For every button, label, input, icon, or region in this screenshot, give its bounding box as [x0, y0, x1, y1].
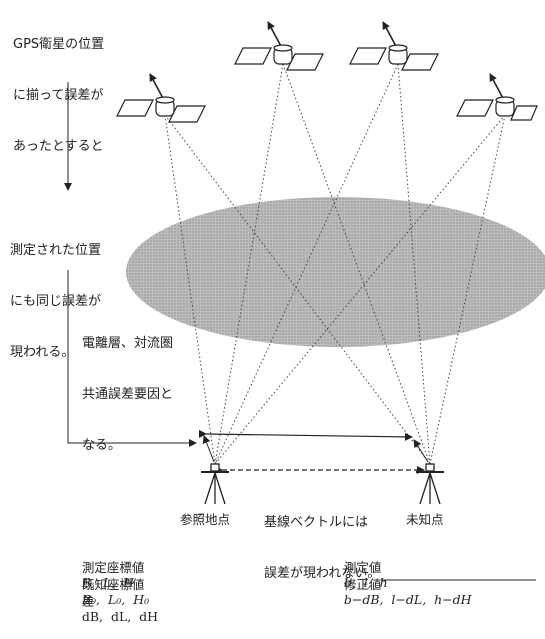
- note-line: 測定された位置: [10, 243, 102, 258]
- row-value: B, L, H: [81, 575, 135, 590]
- satellite-2: [234, 21, 324, 71]
- ionosphere-layer: [126, 197, 545, 347]
- row-value: b, l, h: [343, 575, 388, 590]
- note-line: 基線ベクトルには: [264, 515, 369, 530]
- table-row: 測定座標値 B, L, H: [58, 545, 170, 605]
- note-line: に揃って誤差が: [13, 88, 104, 103]
- note-common-error: 電離層、対流圏 共通誤差要因と なる。: [82, 301, 173, 488]
- table-row: 修正値 b−dB, l−dL, h−dH: [320, 562, 472, 622]
- flow-arrow-lower: [67, 270, 197, 447]
- signal-paths: [164, 63, 506, 465]
- unknown-point-label: 未知点: [406, 512, 444, 527]
- row-value: b−dB, l−dL, h−dH: [343, 592, 472, 607]
- gps-diagram: [64, 21, 545, 581]
- reference-point-label: 参照地点: [180, 512, 231, 527]
- figure-stage: GPS衛星の位置 に揃って誤差が あったとすると 測定された位置 にも同じ誤差が…: [10, 2, 545, 624]
- measured-baseline: [198, 429, 413, 441]
- row-label: 修正値: [343, 577, 382, 592]
- row-label: 測定値: [343, 560, 382, 575]
- note-line: 共通誤差要因と: [82, 387, 174, 402]
- row-label: 差: [81, 594, 95, 609]
- note-line: 誤差が現われない。: [264, 566, 381, 581]
- table-row: 測定値 b, l, h: [320, 545, 406, 605]
- table-row: 差 dB, dL, dH: [58, 579, 170, 639]
- row-label: 既知座標値: [81, 577, 145, 592]
- reference-tripod: [201, 463, 229, 505]
- row-label: 測定座標値: [81, 560, 145, 575]
- note-measured-error: 測定された位置 にも同じ誤差が 現われる。: [10, 208, 101, 395]
- error-arrow-unknown: [413, 439, 429, 463]
- note-line: GPS衛星の位置: [13, 37, 105, 52]
- row-value: dB, dL, dH: [81, 609, 159, 624]
- note-line: にも同じ誤差が: [10, 294, 102, 309]
- note-line: なる。: [82, 438, 122, 453]
- note-baseline: 基線ベクトルには 誤差が現われない。: [264, 480, 380, 616]
- note-line: 電離層、対流圏: [82, 336, 174, 351]
- note-line: 現われる。: [10, 345, 75, 360]
- satellite-1: [116, 73, 206, 123]
- satellite-4: [456, 73, 538, 121]
- satellite-3: [349, 21, 439, 71]
- unknown-tripod: [416, 463, 444, 505]
- note-line: あったとすると: [13, 139, 104, 154]
- error-arrow-reference: [202, 435, 215, 463]
- note-satellite-error: GPS衛星の位置 に揃って誤差が あったとすると: [13, 2, 104, 189]
